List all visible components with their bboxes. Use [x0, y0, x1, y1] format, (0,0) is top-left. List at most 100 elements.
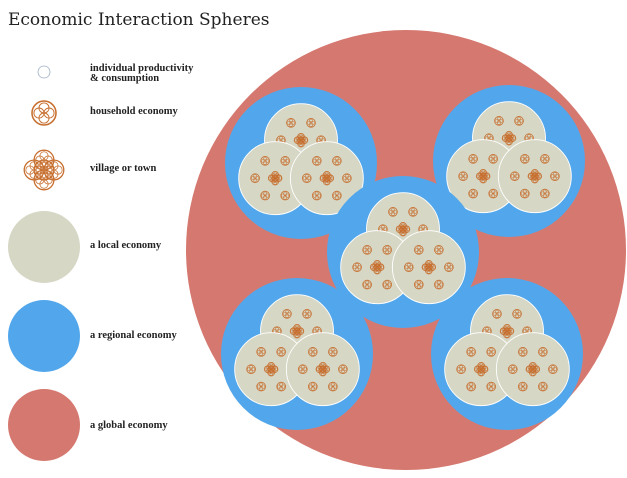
household-icon — [382, 245, 392, 255]
village-icon — [289, 323, 305, 339]
household-icon — [362, 279, 372, 290]
household-icon — [444, 262, 454, 272]
regional-economy-circle — [431, 278, 583, 430]
legend-label: a local economy — [90, 240, 162, 251]
household-icon — [276, 381, 286, 392]
legend-item-village: village or town — [23, 149, 156, 191]
household-icon — [531, 168, 539, 177]
village-icon — [525, 361, 541, 377]
household-icon — [260, 190, 270, 201]
household-icon — [297, 364, 308, 374]
household-icon — [408, 207, 418, 217]
household-icon — [282, 309, 292, 319]
village-icon — [315, 361, 331, 377]
legend-item-regional: a regional economy — [8, 300, 177, 372]
household-icon — [540, 188, 550, 199]
household-icon — [276, 347, 286, 357]
household-icon — [256, 347, 266, 357]
household-icon — [319, 361, 327, 370]
household-icon — [468, 154, 478, 164]
household-icon — [434, 245, 444, 255]
household-icon — [479, 168, 487, 177]
household-icon — [509, 171, 520, 181]
household-icon — [352, 262, 362, 272]
household-icon — [31, 100, 57, 126]
household-icon — [399, 221, 407, 230]
legend-label: a global economy — [90, 420, 168, 431]
household-icon — [512, 309, 522, 319]
household-icon — [328, 381, 338, 392]
household-icon — [293, 323, 301, 332]
village-icon — [473, 361, 489, 377]
legend-item-local: a local economy — [8, 211, 162, 283]
household-icon — [388, 207, 398, 217]
village-icon — [475, 168, 491, 184]
household-icon — [425, 259, 433, 268]
household-icon — [306, 118, 316, 128]
household-icon — [466, 381, 476, 392]
household-icon — [538, 381, 548, 392]
household-icon — [323, 170, 331, 179]
legend-item-global: a global economy — [8, 389, 168, 461]
legend-label: individual productivity — [90, 63, 194, 74]
household-icon — [458, 171, 468, 181]
household-icon — [373, 259, 381, 268]
household-icon — [548, 364, 558, 374]
nested-spheres — [186, 30, 626, 470]
household-icon — [518, 381, 528, 392]
household-icon — [529, 368, 537, 377]
legend-label: a regional economy — [90, 330, 177, 341]
household-icon — [250, 173, 260, 183]
village-icon — [395, 221, 411, 237]
household-icon — [505, 130, 513, 139]
household-icon — [271, 170, 279, 179]
village-icon — [267, 170, 283, 186]
local-economy-circle — [285, 332, 360, 407]
regional-economy-circle — [433, 85, 585, 237]
local-economy-circle — [391, 230, 466, 305]
household-icon — [308, 381, 318, 392]
household-icon — [486, 381, 496, 392]
household-icon — [280, 156, 290, 166]
legend-label-line2: & consumption — [90, 73, 159, 84]
legend-label: village or town — [90, 163, 156, 174]
household-icon — [538, 347, 548, 357]
household-icon — [297, 139, 305, 148]
local-economy-circle — [444, 332, 519, 407]
household-icon — [338, 364, 348, 374]
household-icon — [468, 188, 478, 199]
local-economy-circle — [495, 332, 570, 407]
legend-item-household: household economy — [31, 100, 179, 126]
household-icon — [507, 364, 518, 374]
local-economy-circle — [238, 141, 313, 216]
household-icon — [286, 118, 296, 128]
household-icon — [308, 347, 318, 357]
household-icon — [297, 132, 305, 141]
legend-item-individual: individual productivity& consumption — [37, 63, 194, 84]
village-icon — [369, 259, 385, 275]
household-icon — [414, 245, 424, 255]
household-icon — [550, 171, 560, 181]
household-icon — [332, 190, 342, 201]
regional-economy-swatch — [8, 300, 80, 372]
household-icon — [520, 188, 530, 199]
household-icon — [456, 364, 466, 374]
household-icon — [503, 323, 511, 332]
household-icon — [520, 154, 530, 164]
village-icon — [293, 132, 309, 148]
village-icon — [499, 323, 515, 339]
village-icon — [527, 168, 543, 184]
household-icon — [486, 347, 496, 357]
local-economy-circle — [289, 141, 364, 216]
household-icon — [301, 173, 312, 183]
regional-economy-circle — [221, 278, 373, 430]
household-icon — [488, 188, 498, 199]
household-icon — [33, 169, 55, 191]
household-icon — [328, 347, 338, 357]
household-icon — [362, 245, 372, 255]
household-icon — [267, 361, 275, 370]
village-icon — [501, 130, 517, 146]
local-economy-swatch — [8, 211, 80, 283]
village-icon — [421, 259, 437, 275]
